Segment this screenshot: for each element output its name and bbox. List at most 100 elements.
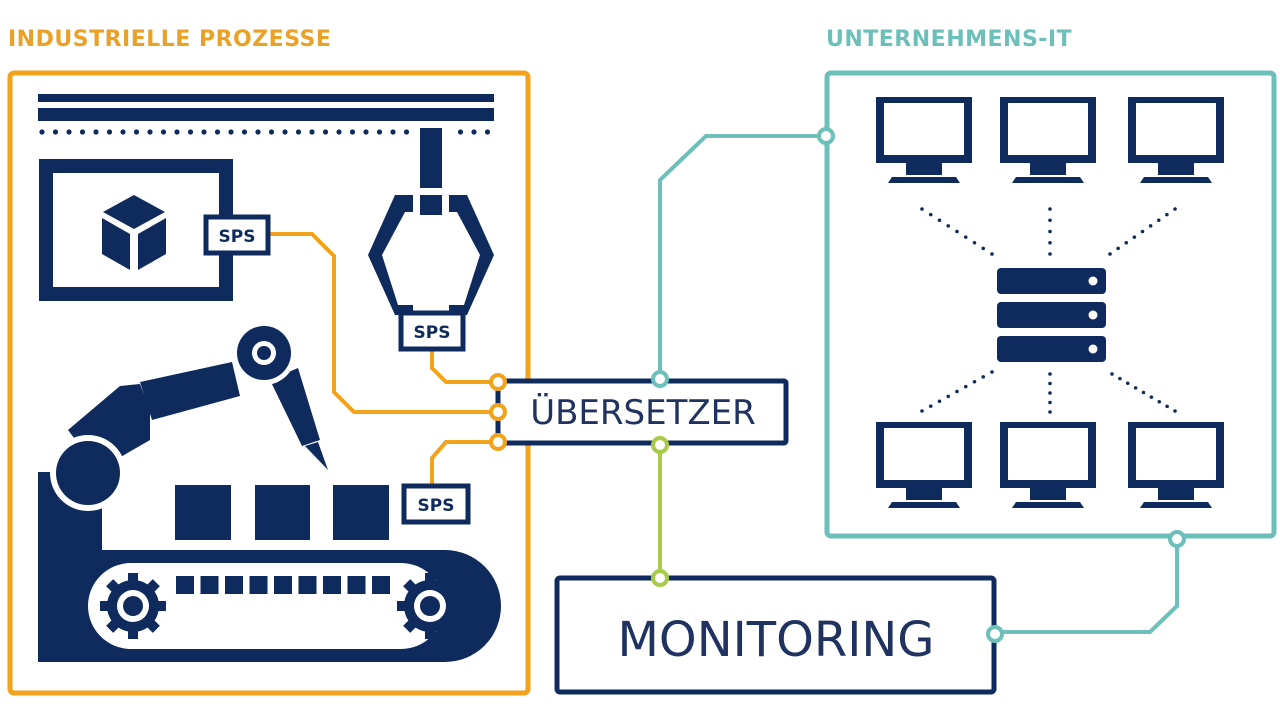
network-dot xyxy=(963,235,968,239)
product-boxes xyxy=(175,485,389,540)
rail-dot xyxy=(349,129,356,135)
network-dot xyxy=(1048,218,1052,223)
network-dot xyxy=(920,409,924,413)
port-green xyxy=(651,436,669,454)
network-dot xyxy=(946,224,951,228)
enterprise-it-frame xyxy=(824,70,1277,539)
network-dot xyxy=(972,240,977,245)
monitor-icon xyxy=(1000,422,1096,508)
rail-dot xyxy=(484,129,491,135)
connector-ports xyxy=(489,127,1186,643)
rail-dot xyxy=(66,129,72,135)
port-teal xyxy=(986,625,1004,643)
monitor-icon xyxy=(1128,422,1224,508)
monitoring-label: MONITORING xyxy=(618,612,935,668)
network-dot xyxy=(1124,240,1129,245)
it-to-monitoring-line xyxy=(996,540,1179,634)
network-dot xyxy=(1118,376,1122,381)
network-dot xyxy=(1048,252,1052,256)
port-green xyxy=(651,569,669,587)
belt-segment xyxy=(323,576,341,594)
rail-dot xyxy=(268,129,275,135)
rail-dot xyxy=(282,129,288,135)
monitor-icon xyxy=(876,422,972,508)
network-dot xyxy=(972,379,977,384)
network-dot xyxy=(1048,381,1052,386)
network-dot xyxy=(1048,372,1052,376)
network-dot xyxy=(1048,229,1052,234)
network-dot xyxy=(955,389,959,394)
package-cube-icon xyxy=(102,195,166,270)
network-dot xyxy=(1148,224,1153,228)
network-dot xyxy=(928,212,933,217)
rail-dot xyxy=(228,129,234,135)
machine-station xyxy=(39,159,233,301)
network-dot xyxy=(920,207,924,211)
conveyor-belt-icon xyxy=(38,550,501,662)
rail-dot xyxy=(147,129,153,135)
plc-box-machine: SPS xyxy=(203,214,271,256)
plc-connection-lines xyxy=(268,232,490,488)
belt-segment xyxy=(274,576,292,594)
network-dot xyxy=(981,246,986,251)
plc-box-gripper: SPS xyxy=(398,310,466,352)
rail-dot xyxy=(363,129,369,135)
network-dot xyxy=(1048,207,1052,211)
rail-dot xyxy=(241,129,248,135)
network-links xyxy=(920,207,1177,414)
monitor-icon xyxy=(1128,97,1224,183)
port-teal xyxy=(651,370,669,388)
network-dot xyxy=(981,375,986,379)
rail-dot xyxy=(187,129,194,135)
network-dot xyxy=(1048,400,1052,405)
port-orange xyxy=(489,403,507,421)
rail-dot xyxy=(457,129,464,135)
industrial-processes-heading: INDUSTRIELLE PROZESSE xyxy=(8,27,332,52)
translator-node[interactable]: ÜBERSETZER xyxy=(495,378,789,446)
rail-dot xyxy=(255,129,261,135)
rail-dot xyxy=(79,129,86,135)
network-dot xyxy=(946,394,951,399)
network-dot xyxy=(1157,399,1162,404)
port-teal xyxy=(817,127,835,145)
network-dot xyxy=(1048,410,1052,414)
network-dot xyxy=(1133,386,1138,390)
network-dot xyxy=(1110,372,1114,376)
belt-segment xyxy=(347,576,366,594)
network-dot xyxy=(928,404,933,408)
rail-dot xyxy=(133,129,140,135)
rail-dot xyxy=(403,129,410,135)
gripper-icon xyxy=(368,128,494,315)
network-dot xyxy=(990,370,994,374)
enterprise-it-heading: UNTERNEHMENS-IT xyxy=(826,27,1073,52)
network-dot xyxy=(1165,212,1169,217)
rail-dot xyxy=(390,129,396,135)
monitor-icon xyxy=(876,97,972,183)
network-dot xyxy=(1048,391,1052,395)
network-dot xyxy=(1048,240,1052,245)
translator-label: ÜBERSETZER xyxy=(530,392,756,433)
belt-segment xyxy=(200,576,219,594)
monitoring-node[interactable]: MONITORING xyxy=(554,575,997,695)
network-dot xyxy=(1140,229,1145,234)
network-dot xyxy=(1173,409,1177,413)
rail-dot xyxy=(214,129,221,135)
network-dot xyxy=(1141,390,1146,395)
rail-dot xyxy=(174,129,180,135)
network-dot xyxy=(1165,404,1169,409)
network-dot xyxy=(937,399,942,404)
network-dot xyxy=(937,218,942,223)
rail-icon xyxy=(38,94,494,135)
belt-segment xyxy=(249,576,268,594)
belt-segment xyxy=(372,576,390,594)
network-dot xyxy=(1173,207,1177,211)
rail-dot xyxy=(106,129,113,135)
plc-label: SPS xyxy=(418,496,455,516)
rail-dot xyxy=(322,129,329,135)
port-orange xyxy=(489,373,507,391)
rail-dot xyxy=(93,129,99,135)
rail-dot xyxy=(52,129,59,135)
rail-dot xyxy=(120,129,126,135)
network-dot xyxy=(1149,395,1154,399)
